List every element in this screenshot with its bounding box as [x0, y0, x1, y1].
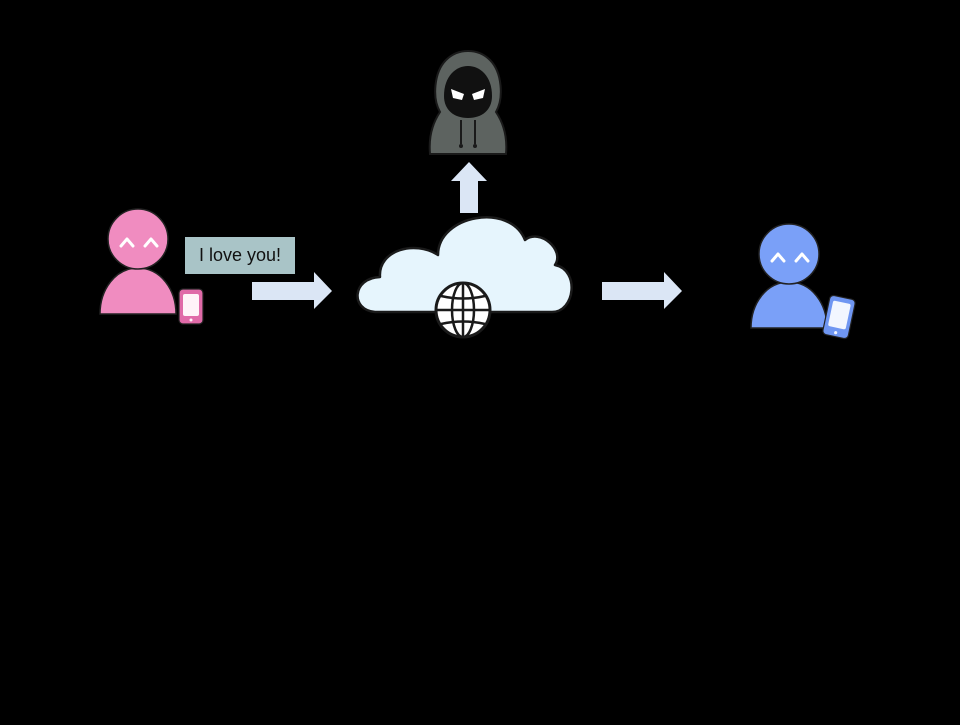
sender-person-icon	[99, 208, 177, 315]
message-bubble: I love you!	[185, 237, 295, 274]
arrow-cloud-to-attacker	[451, 162, 487, 213]
arrow-cloud-to-receiver	[602, 272, 682, 309]
sender-smartphone-icon	[178, 288, 204, 325]
receiver-smartphone-icon	[822, 294, 856, 340]
globe-icon	[434, 281, 492, 339]
cloud-icon	[356, 216, 573, 314]
hooded-hacker-icon	[428, 50, 508, 155]
arrow-sender-to-cloud	[252, 272, 332, 309]
receiver-person-icon	[750, 223, 828, 329]
